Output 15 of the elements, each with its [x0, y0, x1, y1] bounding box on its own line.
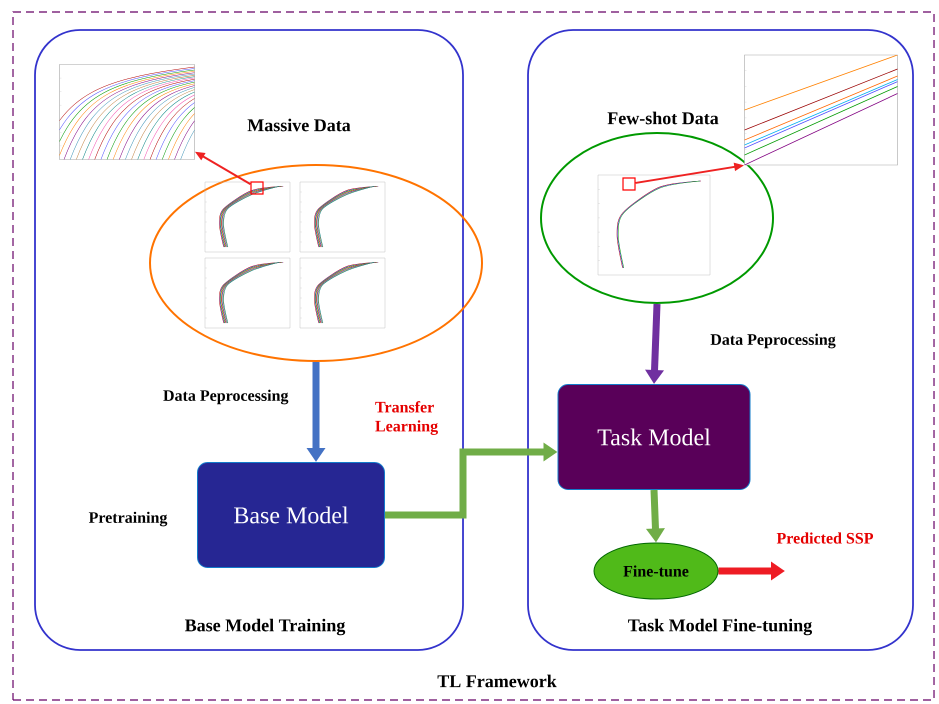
data-ellipse — [149, 164, 483, 362]
zoomed-plot-drawing — [744, 54, 898, 166]
zoom-box — [250, 181, 264, 195]
model-box: Task Model — [558, 384, 750, 490]
edge-label: Data Peprocessing — [163, 390, 288, 404]
model-box: Base Model — [197, 462, 385, 568]
data-label: Few-shot Data — [608, 112, 718, 124]
data-label: Pretraining — [88, 512, 168, 526]
zoom-box — [622, 177, 636, 191]
data-ellipse — [540, 132, 774, 304]
zoomed-plot-drawing — [59, 64, 195, 160]
data-label: Massive Data — [248, 118, 350, 132]
edge-label: Transfer Learning — [375, 401, 438, 435]
edge-label: Data Peprocessing — [710, 334, 836, 348]
edge-label: Predicted SSP — [776, 532, 874, 544]
